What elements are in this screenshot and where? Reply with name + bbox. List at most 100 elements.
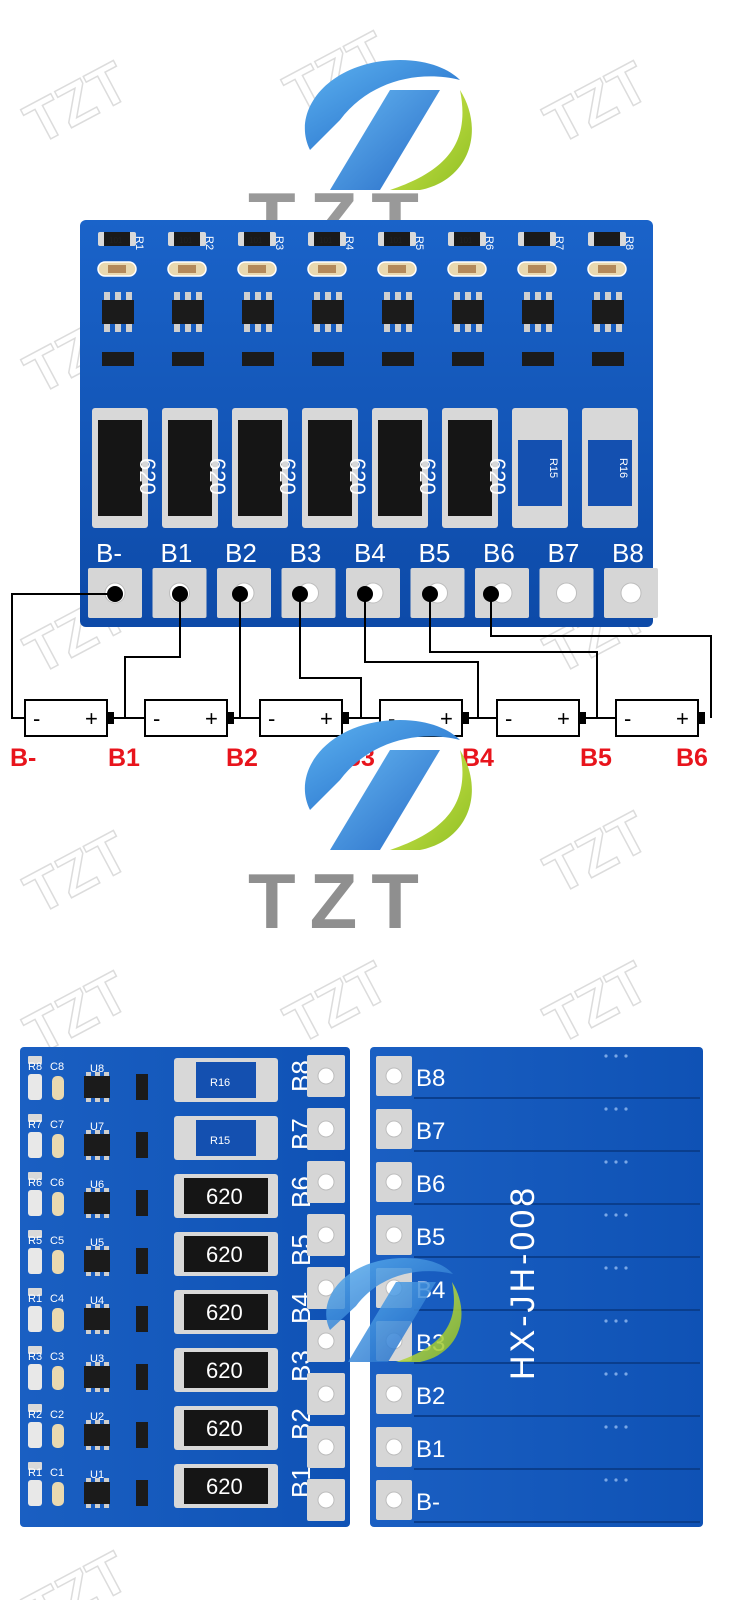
resistor-value: 620 (415, 458, 440, 495)
wire (490, 594, 712, 718)
board-model: HX-JH-008 (504, 1185, 542, 1380)
wire (124, 594, 181, 718)
ic-chip (84, 1134, 110, 1156)
battery-minus: - (505, 706, 512, 731)
silk-ref: R5 (28, 1235, 42, 1247)
power-resistor: 620 (92, 408, 160, 528)
watermark-text: TZT (14, 1539, 138, 1600)
power-resistor: R15 (512, 408, 568, 528)
ic-chip (84, 1424, 110, 1446)
transistor (136, 1248, 148, 1274)
chip-ref: U2 (90, 1411, 104, 1423)
power-resistor: 620 (174, 1464, 278, 1508)
ic-chip (592, 292, 624, 332)
pin-label: B- (416, 1489, 440, 1516)
transistor (136, 1480, 148, 1506)
resistor-value: 620 (205, 458, 230, 495)
pin-label: B- (96, 538, 122, 568)
watermark-text: TZT (14, 819, 138, 926)
solder-pad (539, 568, 594, 618)
solder-pad (307, 1214, 345, 1256)
terminal-label: B5 (580, 744, 612, 772)
cap-ref: C8 (50, 1061, 64, 1073)
resistor-label: R16 (617, 458, 629, 478)
smd-code: 101 (319, 236, 333, 245)
ic-chip (312, 292, 344, 332)
pin-label: B3 (290, 538, 322, 568)
silk-ref: R7 (553, 236, 565, 250)
pin-label: B4 (354, 538, 386, 568)
resistor-value: 620 (206, 1184, 243, 1209)
ic-chip (84, 1192, 110, 1214)
ic-chip (172, 292, 204, 332)
ic-chip (382, 292, 414, 332)
resistor-label: R15 (547, 458, 559, 478)
solder-pad (307, 1161, 345, 1203)
cap-ref: C5 (50, 1235, 64, 1247)
chip-ref: U1 (90, 1469, 104, 1481)
chip-ref: U8 (90, 1063, 104, 1075)
battery-minus: - (268, 706, 275, 731)
pin-label: B7 (416, 1118, 445, 1145)
transistor (522, 352, 554, 366)
solder-pad (307, 1426, 345, 1468)
pin-row: B7 (376, 1107, 700, 1152)
ic-chip (84, 1308, 110, 1330)
solder-pad (307, 1479, 345, 1521)
battery-minus: - (388, 706, 395, 731)
wire (429, 594, 598, 718)
ic-chip (84, 1366, 110, 1388)
power-resistor: R16 (582, 408, 638, 528)
silk-ref: R2 (28, 1409, 42, 1421)
silk-ref: R8 (28, 1061, 42, 1073)
resistor-value: 620 (345, 458, 370, 495)
ic-chip (242, 292, 274, 332)
power-resistor: 620 (302, 408, 370, 528)
battery-plus: + (205, 706, 218, 731)
transistor (312, 352, 344, 366)
watermark-text: TZT (534, 49, 658, 156)
smd-code: 101 (179, 236, 193, 245)
battery-plus: + (320, 706, 333, 731)
capacitor (52, 1192, 64, 1216)
silk-ref: R3 (273, 236, 285, 250)
battery-cell: -+ (259, 699, 380, 737)
pin-row: B5 (376, 1213, 700, 1258)
bottom-right-pcb-board: B8B7B6B5B4B3B2B1B-HX-JH-008 (370, 1047, 703, 1527)
resistor-value: 620 (485, 458, 510, 495)
battery-plus: + (85, 706, 98, 731)
power-resistor: 620 (174, 1406, 278, 1450)
power-resistor: 620 (442, 408, 510, 528)
solder-pad (346, 568, 400, 618)
ic-chip (84, 1482, 110, 1504)
power-resistor: 620 (232, 408, 300, 528)
smd-resistor: R7 (518, 232, 565, 250)
resistor-label: R16 (210, 1077, 230, 1089)
battery-minus: - (33, 706, 40, 731)
resistor-value: 620 (206, 1242, 243, 1267)
resistor-value: 620 (275, 458, 300, 495)
power-resistor: 620 (174, 1290, 278, 1334)
pin-row: B6 (376, 1160, 700, 1205)
ic-chip (522, 292, 554, 332)
cap-ref: C3 (50, 1351, 64, 1363)
chip-ref: U4 (90, 1295, 104, 1307)
silk-ref: R1 (28, 1293, 42, 1305)
pin-label: B2 (416, 1383, 445, 1410)
pin-row: B8 (376, 1054, 700, 1099)
transistor (592, 352, 624, 366)
pin-label: B8 (416, 1065, 445, 1092)
silk-ref: R1 (28, 1467, 42, 1479)
smd-code: 101 (389, 236, 403, 245)
silk-ref: R5 (413, 236, 425, 250)
cap-ref: C7 (50, 1119, 64, 1131)
ic-chip (102, 292, 134, 332)
